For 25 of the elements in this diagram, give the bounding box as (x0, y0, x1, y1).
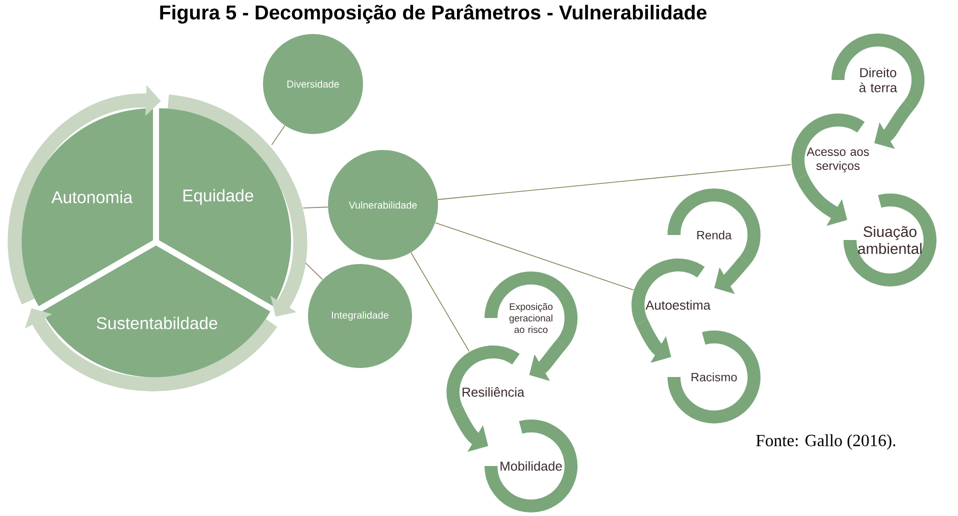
source-caption: Fonte: Gallo (2016). (756, 434, 896, 450)
ring-node: Racismo (668, 330, 760, 424)
connector-line (302, 206, 328, 208)
ring-node: Mobilidade (484, 420, 578, 512)
cycle-segment: Equidade (159, 108, 292, 306)
ring-node: Direito à terra (832, 34, 924, 110)
connector-line (271, 125, 286, 146)
ring-node: Exposição geracional ao risco (484, 272, 578, 348)
circle-node: Diversidade (263, 34, 363, 134)
cycle-segment: Sustentabildade (42, 246, 270, 378)
ring-node: Resiliência (446, 346, 524, 412)
node-label: Equidade (183, 189, 254, 205)
connector-line (410, 252, 470, 352)
node-label: Autonomia (51, 190, 133, 204)
ring-node: Acesso aos serviços (792, 114, 869, 180)
circle-node: Integralidade (308, 264, 412, 368)
node-label: Sustentabildade (96, 316, 218, 330)
cycle-segment: Autonomia (20, 108, 153, 306)
connector-line (305, 262, 323, 280)
circle-node: Vulnerabilidade (328, 150, 438, 260)
connector-line (438, 164, 792, 200)
connector-line (434, 222, 634, 290)
ring-node: Renda (668, 188, 760, 265)
title: Figura 5 - Decomposição de Parâmetros - Vulnerabilidade (160, 4, 706, 24)
ring-node: Siuação ambiental (844, 194, 936, 286)
